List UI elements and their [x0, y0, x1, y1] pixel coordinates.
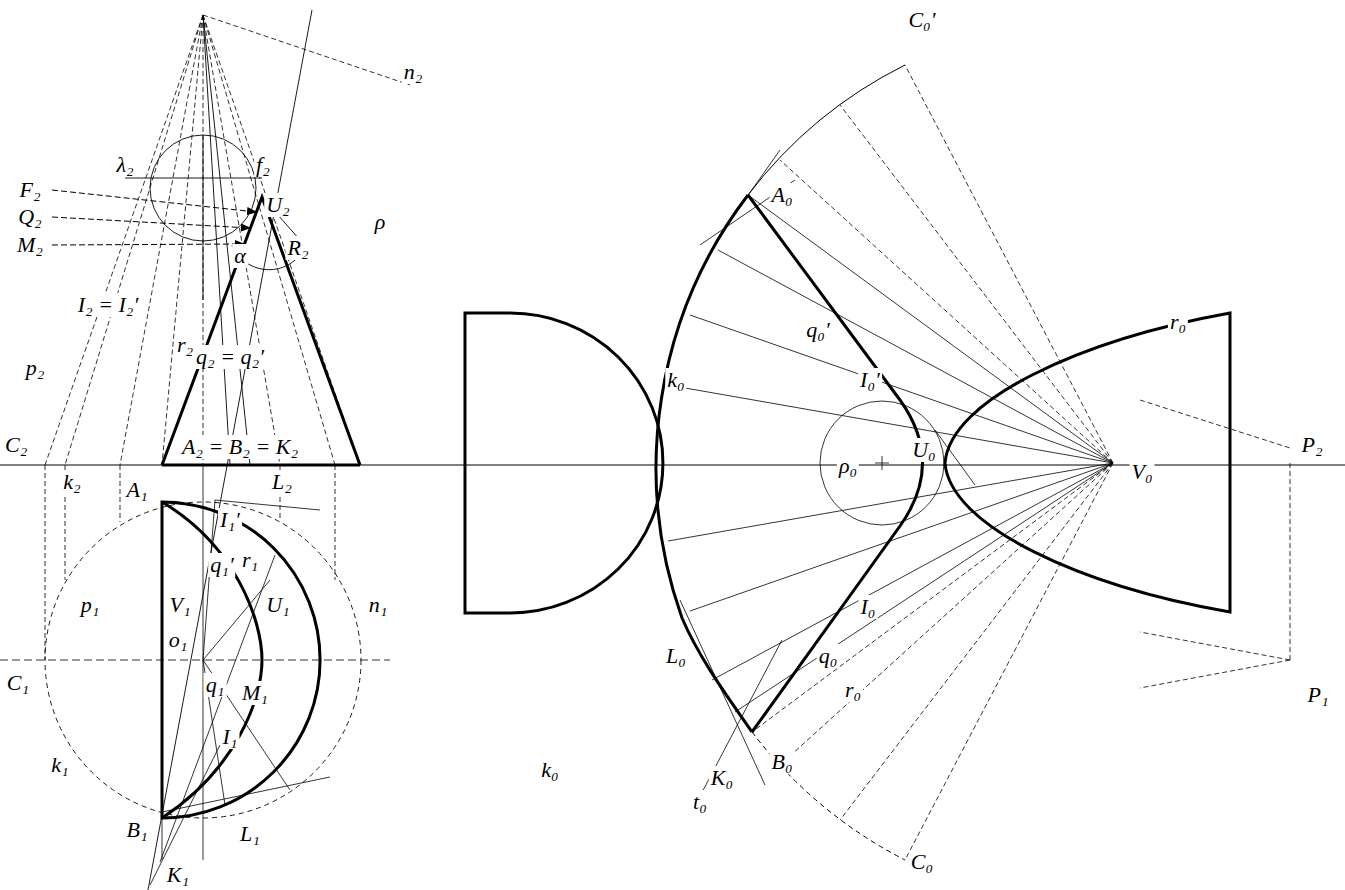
point-label: I₁: [221, 725, 240, 749]
point-label: k₀: [665, 368, 686, 392]
point-label: K₁: [165, 863, 191, 887]
point-label: C₂: [3, 433, 29, 457]
point-label: I₀′: [858, 368, 882, 392]
point-label: I₁′: [218, 508, 242, 532]
point-label: C₁: [5, 671, 31, 695]
point-label: P₂: [1299, 433, 1324, 457]
point-label: B₀: [769, 750, 794, 774]
point-label: q₁: [204, 673, 227, 697]
point-label: L₀: [664, 644, 688, 668]
point-label: q₁′: [208, 553, 235, 577]
point-label: A₂ = B₂ = K₂: [180, 435, 300, 459]
point-label: F₂: [17, 178, 42, 202]
point-label: I₀: [859, 595, 878, 619]
point-label: r₂: [175, 333, 195, 357]
point-label: A₀: [769, 183, 794, 207]
point-label: f₂: [254, 153, 272, 177]
point-label: C₀′: [906, 8, 937, 32]
point-label: n₁: [367, 593, 390, 617]
point-label: λ₂: [114, 153, 135, 177]
point-label: k₀: [539, 758, 560, 782]
point-label: A₁: [124, 478, 149, 502]
point-label: ρ₀: [837, 454, 859, 478]
point-label: q₀: [817, 644, 840, 668]
point-label: M₁: [240, 681, 270, 705]
point-label: p₂: [24, 356, 47, 380]
point-label: U₀: [910, 438, 938, 462]
point-label: R₂: [285, 236, 310, 260]
point-label: I₂ = I₂′: [76, 293, 141, 317]
point-label: V₁: [167, 593, 192, 617]
point-label: K₀: [709, 766, 735, 790]
point-label: L₂: [270, 470, 294, 494]
point-label: r₁: [240, 548, 260, 572]
point-label: r₀: [1168, 310, 1188, 334]
point-label: M₂: [15, 233, 45, 257]
point-label: q₀′: [804, 318, 831, 342]
point-label: o₁: [167, 628, 190, 652]
point-label: V₀: [1129, 460, 1154, 484]
point-label: α: [232, 244, 248, 268]
point-label: q₂ = q₂′: [194, 345, 266, 369]
point-label: C₀: [909, 850, 935, 874]
point-label: k₂: [61, 470, 82, 494]
point-label: n₂: [402, 60, 425, 84]
point-label: U₁: [264, 593, 292, 617]
point-label: U₂: [264, 193, 292, 217]
point-label: Q₂: [16, 205, 44, 229]
point-label: t₀: [691, 790, 709, 814]
point-label: P₁: [1305, 683, 1330, 707]
point-label: B₁: [124, 818, 149, 842]
point-label: r₀: [843, 678, 863, 702]
point-label: p₁: [79, 593, 102, 617]
point-label: k₁: [49, 753, 70, 777]
point-label: L₁: [238, 822, 262, 846]
point-label: ρ: [373, 210, 388, 234]
